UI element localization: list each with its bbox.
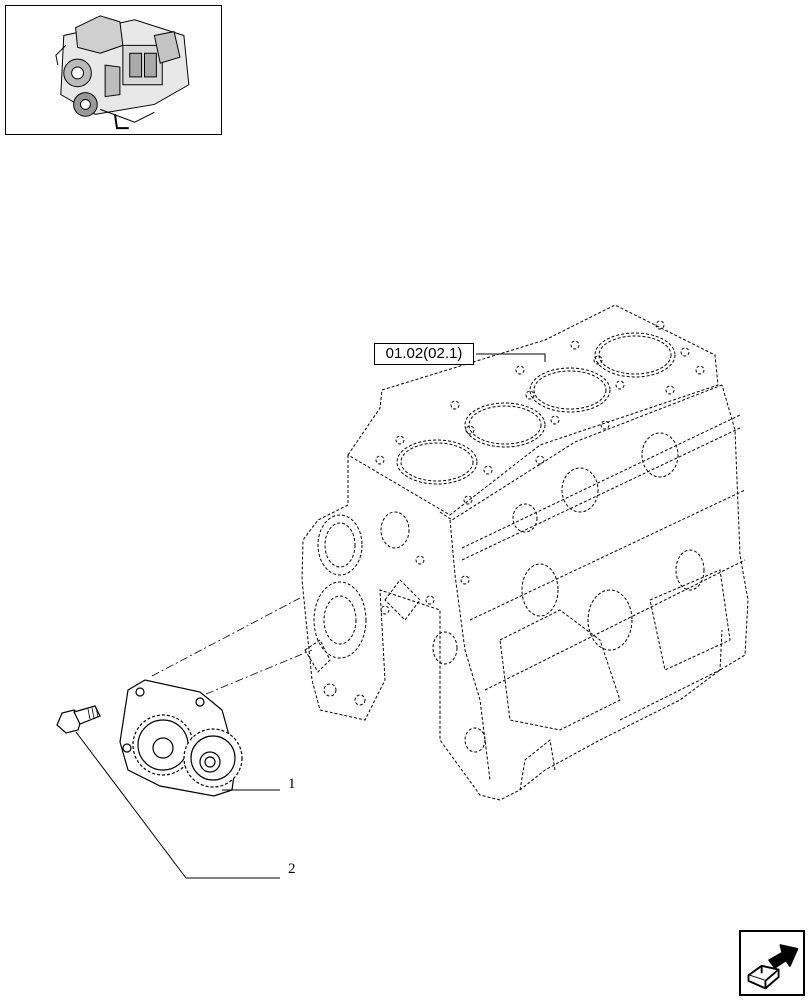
oil-pump xyxy=(119,679,243,797)
leader-lines xyxy=(75,353,546,879)
alignment-lines xyxy=(151,597,313,695)
drive-gear xyxy=(132,714,194,776)
callout-2: 2 xyxy=(288,861,296,877)
next-page-arrow-icon xyxy=(747,944,799,990)
engine-thumbnail xyxy=(5,5,222,135)
engine-block xyxy=(301,304,749,801)
callout-1: 1 xyxy=(288,776,296,792)
idler-gear xyxy=(183,728,243,788)
cross-reference-label[interactable]: 01.02(02.1) xyxy=(374,343,474,365)
bolt xyxy=(56,705,101,734)
next-page-button[interactable] xyxy=(739,930,805,996)
engine-thumbnail-icon xyxy=(55,15,190,130)
